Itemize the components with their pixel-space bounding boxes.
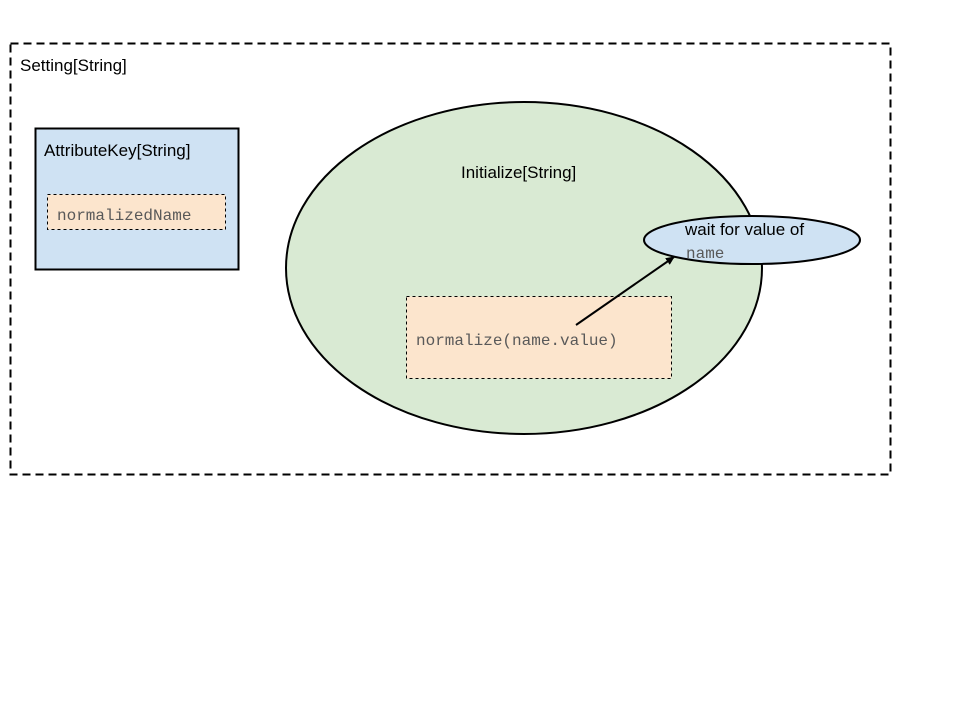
wait-label: wait for value of <box>684 220 804 239</box>
wait-code: name <box>686 245 724 263</box>
attribute-key-code-box <box>47 194 226 230</box>
wait-node: wait for value of name <box>643 215 861 265</box>
initialize-ellipse <box>285 101 763 435</box>
setting-label: Setting[String] <box>20 56 127 75</box>
setting-container: Setting[String] <box>9 42 892 476</box>
initialize-code: normalize(name.value) <box>416 332 618 350</box>
attribute-key-label: AttributeKey[String] <box>44 141 190 160</box>
initialize-node: Initialize[String] normalize(name.value) <box>285 101 763 435</box>
initialize-code-box <box>406 296 672 379</box>
attribute-key-box: AttributeKey[String] normalizedName <box>34 127 240 271</box>
dependency-arrow <box>575 256 675 326</box>
initialize-label: Initialize[String] <box>461 163 576 182</box>
attribute-key-code: normalizedName <box>57 207 191 225</box>
wait-ellipse <box>643 215 861 265</box>
setting-border <box>9 42 892 476</box>
